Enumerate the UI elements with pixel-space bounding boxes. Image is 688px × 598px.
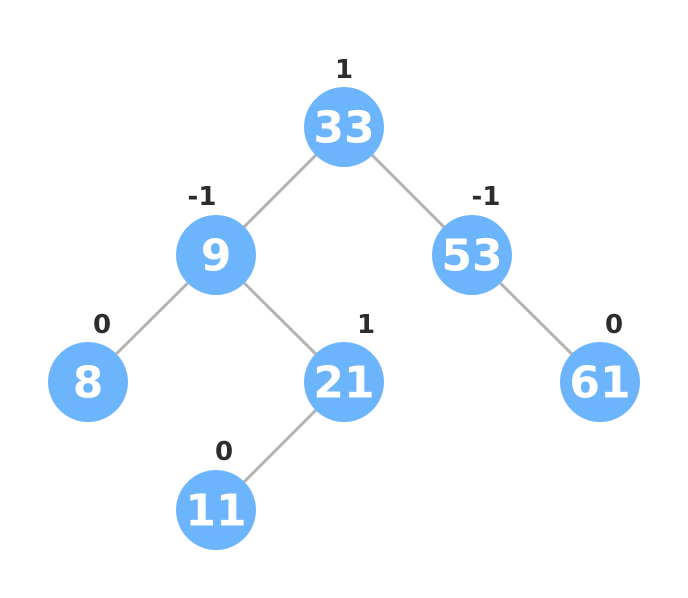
node-circle [304, 87, 384, 167]
node-circle [304, 342, 384, 422]
tree-node-33: 33 1 [304, 55, 384, 167]
node-value: 33 [313, 103, 374, 154]
node-balance-factor: 0 [605, 310, 623, 340]
node-value: 61 [569, 358, 630, 409]
tree-node-8: 80 [48, 310, 128, 422]
node-balance-factor: 1 [335, 55, 353, 85]
node-circle [560, 342, 640, 422]
node-balance-factor: 0 [93, 310, 111, 340]
tree-node-61: 61 0 [560, 310, 640, 422]
tree-node-21: 21 1 [304, 310, 384, 422]
node-balance-factor: 0 [215, 437, 233, 467]
node-value: 21 [313, 358, 374, 409]
tree-node-9: 9 -1 [176, 182, 256, 295]
node-circle [176, 470, 256, 550]
node-value: 9 [201, 231, 232, 282]
tree-node-53: 53 -1 [432, 182, 512, 295]
node-value: 8 [73, 358, 104, 409]
node-circle [48, 342, 128, 422]
node-balance-factor: -1 [472, 182, 501, 212]
node-circle [176, 215, 256, 295]
node-value: 11 [185, 486, 246, 537]
node-balance-factor: 1 [357, 310, 375, 340]
tree-node-11: 11 0 [176, 437, 256, 550]
node-balance-factor: -1 [188, 182, 217, 212]
node-value: 53 [441, 231, 502, 282]
edges-layer [86, 125, 602, 512]
node-circle [432, 215, 512, 295]
